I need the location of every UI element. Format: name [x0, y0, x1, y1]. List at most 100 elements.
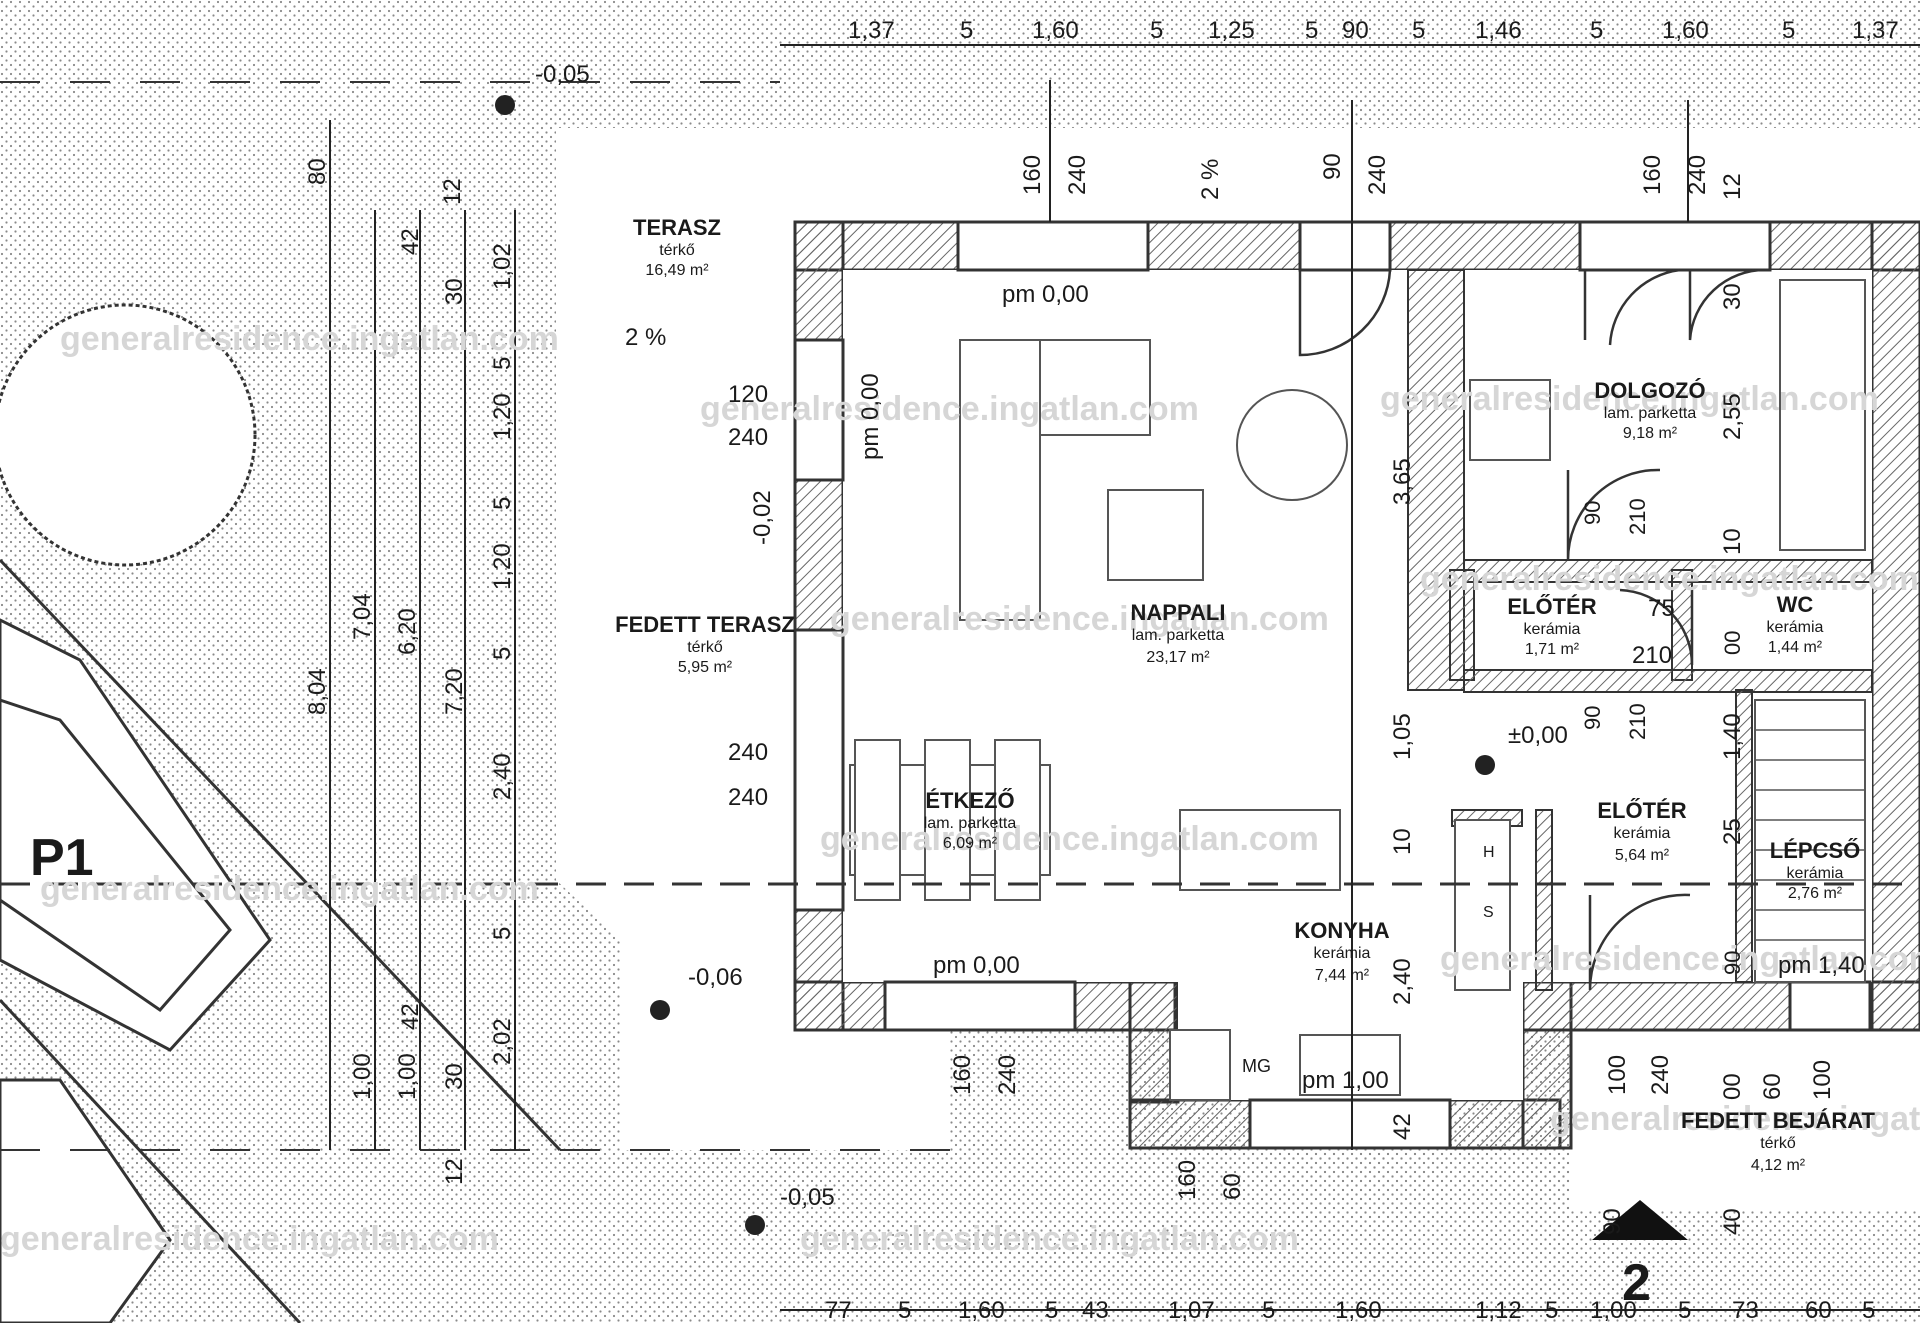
svg-text:1,44 m²: 1,44 m²: [1768, 639, 1823, 656]
parking-label: P1: [30, 829, 94, 887]
opening-dimensions: 160 240 90 240 160 240 120 240 240 240 1…: [728, 153, 1836, 1235]
svg-text:7,04: 7,04: [349, 593, 376, 640]
svg-text:1,60: 1,60: [1032, 17, 1079, 44]
svg-text:generalresidence.ingatlan.com: generalresidence.ingatlan.com: [1420, 560, 1919, 598]
svg-text:FEDETT BEJÁRAT: FEDETT BEJÁRAT: [1681, 1108, 1875, 1133]
level-labels: -0,05 pm 0,00 pm 0,00 ±0,00 pm 1,40 -0,0…: [535, 61, 1865, 1211]
svg-text:90: 90: [1319, 153, 1346, 180]
svg-text:7,44 m²: 7,44 m²: [1315, 967, 1370, 984]
svg-text:2,40: 2,40: [1389, 958, 1416, 1005]
svg-text:1,40: 1,40: [1719, 713, 1746, 760]
svg-text:generalresidence.ingatlan.com: generalresidence.ingatlan.com: [1440, 940, 1920, 978]
svg-text:5: 5: [489, 497, 516, 510]
svg-text:2 %: 2 %: [625, 324, 666, 351]
svg-text:1,02: 1,02: [489, 243, 516, 290]
svg-text:-0,05: -0,05: [780, 1184, 835, 1211]
svg-text:3,65: 3,65: [1389, 458, 1416, 505]
svg-text:5: 5: [1150, 17, 1163, 44]
svg-text:5: 5: [489, 927, 516, 940]
svg-text:16,49 m²: 16,49 m²: [645, 262, 709, 279]
svg-text:5: 5: [489, 357, 516, 370]
svg-text:generalresidence.ingatlan.com: generalresidence.ingatlan.com: [60, 320, 559, 358]
svg-text:240: 240: [728, 424, 768, 451]
svg-text:NAPPALI: NAPPALI: [1131, 600, 1226, 625]
windows: [793, 220, 1872, 1150]
svg-text:160: 160: [1174, 1160, 1201, 1200]
svg-text:2,40: 2,40: [489, 753, 516, 800]
svg-text:WC: WC: [1777, 592, 1814, 617]
svg-text:FEDETT TERASZ: FEDETT TERASZ: [615, 612, 795, 637]
svg-text:kerámia: kerámia: [1314, 945, 1371, 962]
svg-text:5,95 m²: 5,95 m²: [678, 659, 733, 676]
doors: [1298, 268, 1766, 991]
svg-text:generalresidence.ingatlan.com: generalresidence.ingatlan.com: [700, 390, 1199, 428]
svg-text:25: 25: [1719, 818, 1746, 845]
level-markers: [495, 95, 1495, 1235]
svg-text:5: 5: [1782, 17, 1795, 44]
svg-text:5: 5: [1545, 1297, 1558, 1323]
svg-text:1,71 m²: 1,71 m²: [1525, 641, 1580, 658]
svg-text:2,76 m²: 2,76 m²: [1788, 885, 1843, 902]
room-eloter-small: ELŐTÉR kerámia 1,71 m²: [1507, 594, 1596, 658]
svg-text:5: 5: [1262, 1297, 1275, 1323]
svg-text:30: 30: [1719, 283, 1746, 310]
svg-text:1,12: 1,12: [1475, 1297, 1522, 1323]
svg-text:7,20: 7,20: [441, 668, 468, 715]
svg-text:240: 240: [1684, 155, 1711, 195]
svg-text:generalresidence.ingatlan.com: generalresidence.ingatlan.com: [40, 870, 539, 908]
bottom-dimensions: 77 5 1,60 5 43 1,07 5 1,60 1,12 5 1,00 5…: [825, 1297, 1875, 1323]
svg-text:42: 42: [397, 228, 424, 255]
tree-symbol: [0, 303, 257, 567]
svg-text:240: 240: [1364, 155, 1391, 195]
svg-text:30: 30: [441, 278, 468, 305]
svg-text:1,37: 1,37: [1852, 17, 1899, 44]
svg-text:ELŐTÉR: ELŐTÉR: [1597, 798, 1686, 823]
microwave-label: MG: [1242, 1056, 1271, 1076]
svg-text:12: 12: [441, 1158, 468, 1185]
svg-text:kerámia: kerámia: [1767, 619, 1824, 636]
section-arrow: [1592, 1200, 1688, 1240]
svg-text:térkő: térkő: [1760, 1135, 1796, 1152]
appliance-s-label: S: [1483, 904, 1494, 921]
svg-text:lam. parketta: lam. parketta: [924, 815, 1017, 832]
svg-text:210: 210: [1625, 498, 1650, 535]
svg-text:40: 40: [1719, 1208, 1746, 1235]
svg-text:42: 42: [397, 1003, 424, 1030]
watermarks: generalresidence.ingatlan.com generalres…: [0, 320, 1920, 1258]
stairs: [1755, 729, 1865, 941]
svg-text:1,07: 1,07: [1168, 1297, 1215, 1323]
svg-text:160: 160: [1019, 155, 1046, 195]
svg-text:6,09 m²: 6,09 m²: [943, 835, 998, 852]
svg-text:6,20: 6,20: [394, 608, 421, 655]
left-dimensions: 80 12 42 30 1,02 5 1,20 5 1,20 5 2,40 5 …: [304, 158, 516, 1185]
furniture: [849, 279, 1866, 1101]
svg-text:generalresidence.ingatlan.com: generalresidence.ingatlan.com: [830, 600, 1329, 638]
section-label: 2: [1622, 1254, 1651, 1312]
svg-text:120: 120: [728, 381, 768, 408]
svg-text:00: 00: [1719, 1073, 1746, 1100]
svg-text:térkő: térkő: [687, 639, 723, 656]
svg-text:5: 5: [1678, 1297, 1691, 1323]
svg-text:75: 75: [1648, 595, 1675, 622]
room-fedett-terasz: FEDETT TERASZ térkő 5,95 m²: [615, 612, 795, 676]
svg-text:generalresidence.ingatlan.com: generalresidence.ingatlan.com: [1380, 380, 1879, 418]
room-wc: WC kerámia 1,44 m²: [1767, 592, 1824, 656]
svg-text:10: 10: [1389, 828, 1416, 855]
svg-text:2 %: 2 %: [1197, 159, 1224, 200]
svg-text:5: 5: [898, 1297, 911, 1323]
svg-text:generalresidence.ingatlan.com: generalresidence.ingatlan.com: [820, 820, 1319, 858]
svg-text:ÉTKEZŐ: ÉTKEZŐ: [925, 788, 1014, 813]
svg-text:1,25: 1,25: [1208, 17, 1255, 44]
svg-text:9,18 m²: 9,18 m²: [1623, 425, 1678, 442]
svg-text:térkő: térkő: [659, 242, 695, 259]
svg-text:kerámia: kerámia: [1524, 621, 1581, 638]
svg-text:pm 0,00: pm 0,00: [857, 373, 884, 460]
svg-text:1,46: 1,46: [1475, 17, 1522, 44]
svg-text:5: 5: [1305, 17, 1318, 44]
svg-text:lam. parketta: lam. parketta: [1604, 405, 1697, 422]
appliance-h-label: H: [1483, 844, 1495, 861]
svg-text:240: 240: [1647, 1055, 1674, 1095]
svg-text:kerámia: kerámia: [1614, 825, 1671, 842]
svg-text:100: 100: [1604, 1055, 1631, 1095]
svg-text:pm 0,00: pm 0,00: [933, 952, 1020, 979]
